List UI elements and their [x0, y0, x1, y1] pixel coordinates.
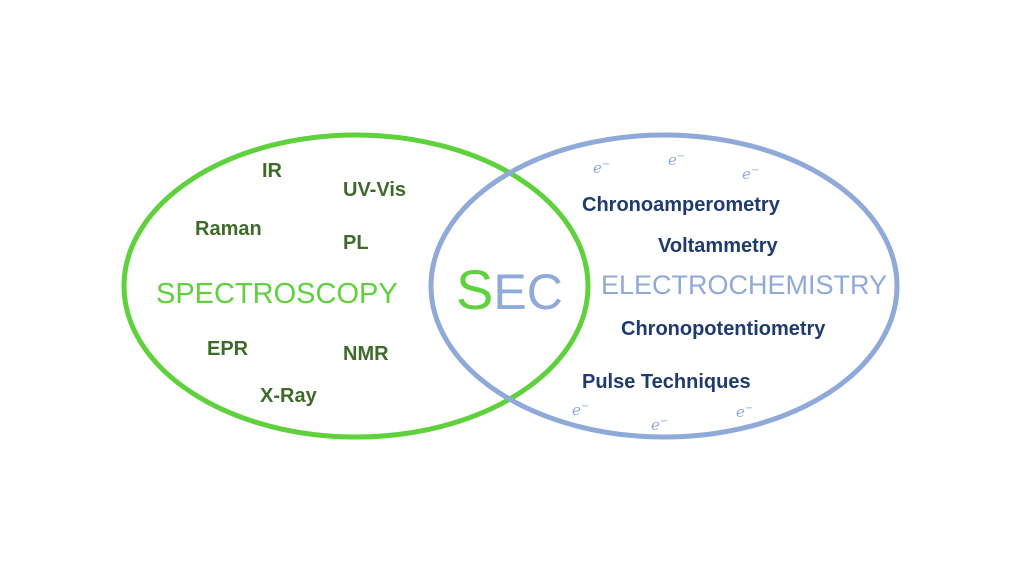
technique-chronopotentiometry: Chronopotentiometry — [621, 318, 826, 340]
technique-pl: PL — [343, 232, 369, 254]
sec-letter-s: S — [456, 258, 494, 321]
electron-symbol: e− — [742, 165, 760, 183]
electron-symbol: e− — [736, 403, 754, 421]
sec-letters-ec: EC — [493, 264, 563, 320]
technique-ir: IR — [262, 160, 282, 182]
technique-chronoamperometry: Chronoamperometry — [582, 194, 780, 216]
electron-symbol: e− — [651, 416, 669, 434]
electron-symbol: e− — [572, 401, 590, 419]
spectroscopy-label: SPECTROSCOPY — [156, 278, 398, 310]
electrochemistry-circle — [428, 132, 900, 440]
electrochemistry-label: ELECTROCHEMISTRY — [601, 270, 888, 300]
technique-nmr: NMR — [343, 343, 389, 365]
electron-symbol: e− — [593, 159, 611, 177]
technique-raman: Raman — [195, 218, 262, 240]
electron-symbol: e− — [668, 151, 686, 169]
spectroscopy-circle — [121, 132, 591, 440]
sec-label: SEC — [456, 262, 563, 318]
technique-x-ray: X-Ray — [260, 385, 317, 407]
technique-voltammetry: Voltammetry — [658, 235, 778, 257]
technique-epr: EPR — [207, 338, 249, 360]
technique-uv-vis: UV-Vis — [343, 179, 406, 201]
technique-pulse-techniques: Pulse Techniques — [582, 371, 751, 393]
